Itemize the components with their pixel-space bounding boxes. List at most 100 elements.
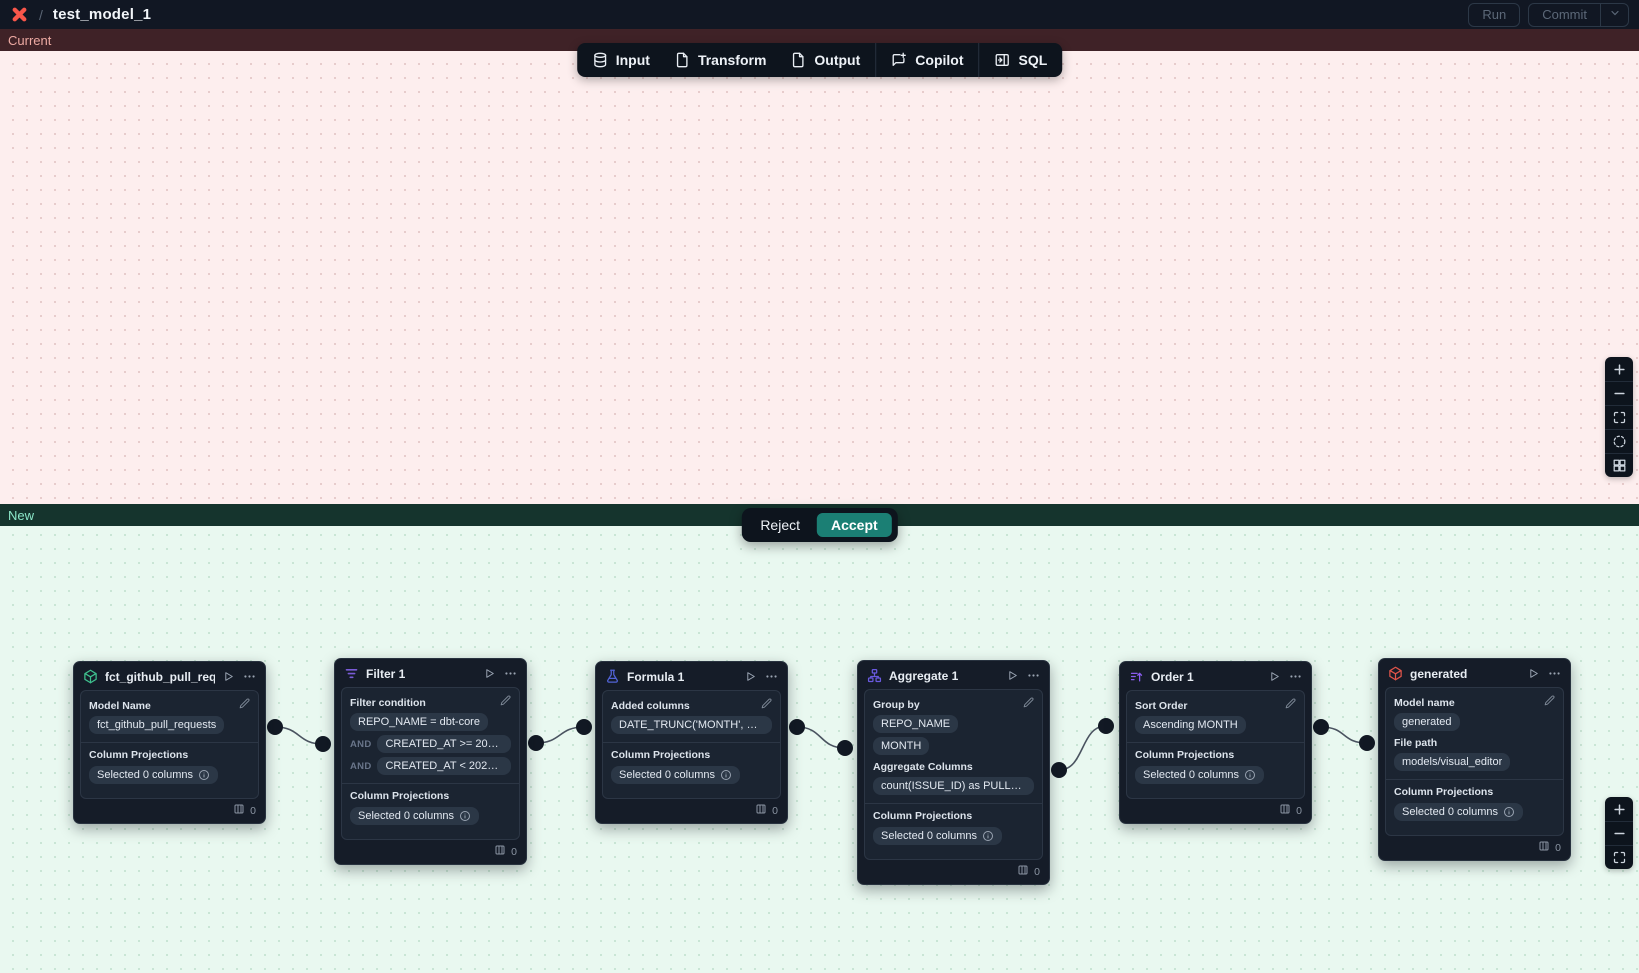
node-menu-button[interactable] bbox=[243, 670, 256, 683]
top-bar: / test_model_1 Run Commit bbox=[0, 0, 1639, 29]
run-node-button[interactable] bbox=[483, 667, 496, 680]
value-chip: Ascending MONTH bbox=[1135, 716, 1246, 734]
column-projections-chip[interactable]: Selected 0 columns bbox=[611, 766, 740, 784]
run-button[interactable]: Run bbox=[1468, 2, 1521, 27]
edge-handle[interactable] bbox=[1051, 762, 1067, 778]
columns-icon bbox=[1279, 803, 1291, 818]
edge-handle[interactable] bbox=[1098, 718, 1114, 734]
columns-icon bbox=[1538, 840, 1550, 855]
value-chip-row: DATE_TRUNC('MONTH', CREATED_AT… bbox=[611, 716, 772, 734]
column-projections-chip[interactable]: Selected 0 columns bbox=[873, 827, 1002, 845]
run-node-button[interactable] bbox=[222, 670, 235, 683]
node-type-icon bbox=[605, 669, 620, 684]
node-menu-button[interactable] bbox=[765, 670, 778, 683]
current-canvas-controls bbox=[1605, 357, 1633, 477]
run-node-button[interactable] bbox=[744, 670, 757, 683]
run-node-button[interactable] bbox=[1268, 670, 1281, 683]
edit-node-button[interactable] bbox=[1543, 694, 1556, 707]
commit-button[interactable]: Commit bbox=[1529, 4, 1600, 26]
edge-handle[interactable] bbox=[267, 719, 283, 735]
toolbar-group: SQL bbox=[978, 43, 1063, 77]
zoom-out-icon bbox=[1612, 826, 1627, 841]
node-footer: 0 bbox=[858, 860, 1049, 884]
edge-handle[interactable] bbox=[576, 719, 592, 735]
card-divider bbox=[1127, 742, 1304, 743]
fit-view-button[interactable] bbox=[1605, 845, 1633, 869]
node-menu-button[interactable] bbox=[1289, 670, 1302, 683]
commit-split-button: Commit bbox=[1528, 2, 1629, 27]
toolbar-item-label: SQL bbox=[1018, 52, 1048, 68]
column-projections-section: Column Projections Selected 0 columns bbox=[89, 749, 250, 784]
accept-button[interactable]: Accept bbox=[817, 513, 892, 537]
zoom-out-button[interactable] bbox=[1605, 381, 1633, 405]
column-projections-chip[interactable]: Selected 0 columns bbox=[1135, 766, 1264, 784]
zoom-in-button[interactable] bbox=[1605, 797, 1633, 821]
field-label: Model name bbox=[1394, 697, 1455, 709]
row-count-badge: 0 bbox=[511, 845, 517, 858]
zoom-in-button[interactable] bbox=[1605, 357, 1633, 381]
edge-handle[interactable] bbox=[789, 719, 805, 735]
locate-button[interactable] bbox=[1605, 429, 1633, 453]
database-icon bbox=[592, 52, 608, 68]
current-canvas[interactable] bbox=[0, 51, 1639, 504]
reject-button[interactable]: Reject bbox=[747, 513, 813, 537]
node-menu-button[interactable] bbox=[504, 667, 517, 680]
new-pane-label: New bbox=[8, 507, 35, 523]
overview-button[interactable] bbox=[1605, 453, 1633, 477]
edit-node-button[interactable] bbox=[1022, 696, 1035, 709]
node-menu-button[interactable] bbox=[1027, 669, 1040, 682]
toolbar-item-copilot[interactable]: Copilot bbox=[879, 43, 975, 77]
commit-dropdown-button[interactable] bbox=[1600, 3, 1628, 26]
edit-node-button[interactable] bbox=[499, 694, 512, 707]
edit-node-button[interactable] bbox=[1284, 697, 1297, 710]
column-projections-section: Column Projections Selected 0 columns bbox=[1135, 749, 1296, 784]
toolbar-item-transform[interactable]: Transform bbox=[662, 43, 778, 77]
value-chip: CREATED_AT >= 2024-12-01 bbox=[377, 735, 511, 753]
row-count-badge: 0 bbox=[250, 804, 256, 817]
edit-node-button[interactable] bbox=[238, 697, 251, 710]
condition-conjunction: AND bbox=[350, 738, 372, 750]
column-projections-chip[interactable]: Selected 0 columns bbox=[1394, 803, 1523, 821]
value-chip: CREATED_AT < 2025-03-01 bbox=[377, 757, 511, 775]
new-canvas[interactable]: fct_github_pull_requests Model Namefct_g… bbox=[0, 526, 1639, 973]
edge-handle[interactable] bbox=[315, 736, 331, 752]
edge-handle[interactable] bbox=[1313, 719, 1329, 735]
edit-node-button[interactable] bbox=[760, 697, 773, 710]
toolbar-item-sql[interactable]: SQL bbox=[983, 43, 1060, 77]
toolbar-item-input[interactable]: Input bbox=[580, 43, 662, 77]
row-count-badge: 0 bbox=[772, 804, 778, 817]
row-count-badge: 0 bbox=[1555, 841, 1561, 854]
node-type-icon bbox=[1129, 669, 1144, 684]
run-node-button[interactable] bbox=[1006, 669, 1019, 682]
node-header-actions bbox=[222, 670, 256, 683]
edge-handle[interactable] bbox=[528, 735, 544, 751]
field-label: Column Projections bbox=[350, 790, 450, 802]
field-label: File path bbox=[1394, 737, 1438, 749]
top-bar-actions: Run Commit bbox=[1468, 2, 1629, 27]
pipeline-node[interactable]: fct_github_pull_requests Model Namefct_g… bbox=[73, 661, 266, 824]
overview-icon bbox=[1612, 458, 1627, 473]
column-projections-chip[interactable]: Selected 0 columns bbox=[350, 807, 479, 825]
zoom-out-button[interactable] bbox=[1605, 821, 1633, 845]
fit-view-button[interactable] bbox=[1605, 405, 1633, 429]
edge-handle[interactable] bbox=[1359, 735, 1375, 751]
node-footer: 0 bbox=[596, 799, 787, 823]
columns-icon bbox=[1017, 864, 1029, 879]
column-projections-chip[interactable]: Selected 0 columns bbox=[89, 766, 218, 784]
edge-handle[interactable] bbox=[837, 740, 853, 756]
current-pane-banner: Current bbox=[0, 29, 1639, 51]
node-menu-button[interactable] bbox=[1548, 667, 1561, 680]
sql-panel-icon bbox=[995, 52, 1011, 68]
run-node-button[interactable] bbox=[1527, 667, 1540, 680]
toolbar-item-output[interactable]: Output bbox=[778, 43, 872, 77]
node-header: Aggregate 1 bbox=[858, 661, 1049, 689]
